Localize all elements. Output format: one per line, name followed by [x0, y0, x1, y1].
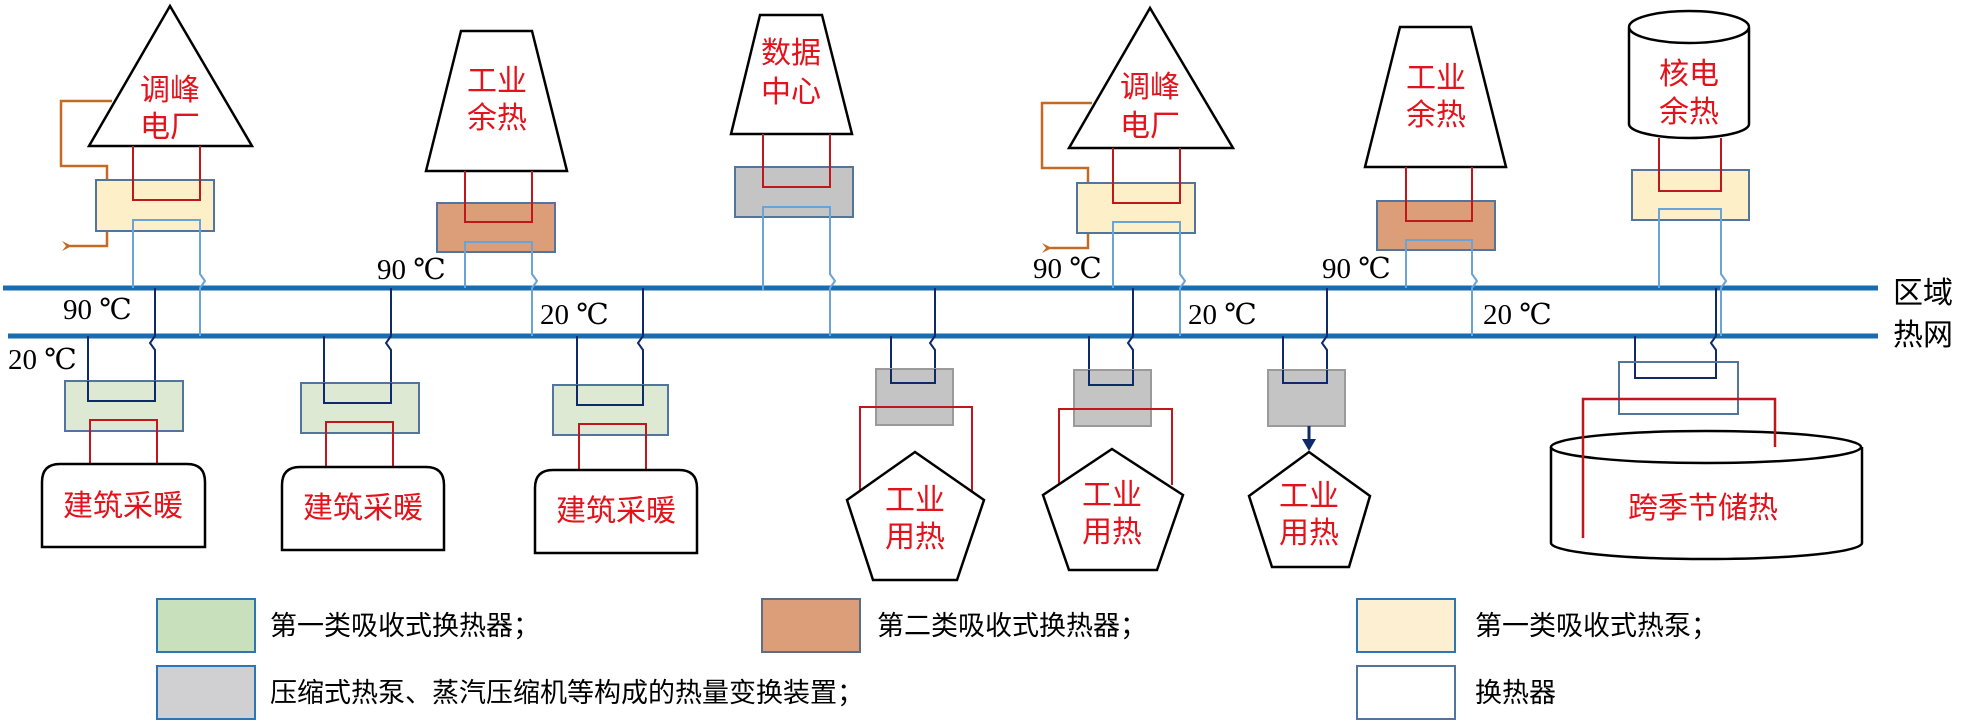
compression-device-1 — [875, 368, 954, 426]
data-center-shape — [729, 13, 854, 136]
source-pipe-3 — [762, 206, 837, 336]
plain-heat-exchanger — [1618, 361, 1739, 415]
source-label-line2: 余热 — [1659, 95, 1719, 130]
temp-label: 90 ℃ — [1322, 253, 1391, 285]
peak-plant-shape — [86, 3, 255, 148]
legend-swatch — [1356, 598, 1456, 653]
building-shape — [280, 465, 446, 552]
compression-device-2 — [1073, 369, 1152, 427]
source-pipe-6 — [1658, 208, 1728, 336]
legend-swatch — [156, 598, 256, 653]
user-pipe-1-overlay — [87, 381, 156, 402]
consumer-label: 建筑采暖 — [556, 494, 676, 529]
source-label-line2: 电厂 — [140, 110, 200, 145]
source-label-line1: 工业 — [467, 64, 527, 99]
compression-device-source — [734, 166, 854, 218]
legend-item: 第一类吸收式换热器； — [156, 598, 540, 653]
industrial-waste-shape — [1363, 25, 1508, 169]
source-label-line2: 中心 — [761, 75, 821, 110]
compression-device-3 — [1267, 369, 1346, 427]
industry-shape — [1247, 450, 1372, 569]
temp-label: 90 ℃ — [377, 254, 446, 286]
consumer-label-line1: 工业 — [1279, 479, 1339, 514]
consumer-label-line2: 用热 — [1279, 516, 1339, 551]
consumer-industry-3: 工业 用热 — [1247, 288, 1372, 569]
consumer-seasonal-storage: 跨季节储热 — [1549, 288, 1864, 561]
consumer-building-3: 建筑采暖 — [533, 288, 699, 555]
network-label-line1: 区域 — [1893, 276, 1953, 311]
source-pipe-1 — [132, 219, 207, 336]
exhaust-arrow-2 — [1040, 101, 1092, 253]
legend-item: 第二类吸收式换热器； — [761, 598, 1147, 653]
consumer-label-line2: 用热 — [885, 520, 945, 555]
absorption-hx-type1-2 — [300, 382, 420, 434]
source-label-line1: 核电 — [1659, 57, 1719, 92]
source-pipe-4 — [1112, 221, 1187, 336]
source-label-line1: 调峰 — [1120, 70, 1180, 105]
consumer-building-1: 建筑采暖 — [40, 288, 207, 549]
temp-label: 20 ℃ — [540, 299, 609, 331]
temp-label: 90 ℃ — [1033, 253, 1102, 285]
source-pipe-5 — [1405, 239, 1479, 336]
absorption-heat-pump-1 — [95, 179, 215, 232]
absorption-hx-type2-1 — [436, 202, 556, 253]
source-label-line1: 数据 — [761, 36, 821, 71]
consumer-industry-2: 工业 用热 — [1041, 288, 1185, 572]
consumer-label-line2: 用热 — [1082, 515, 1142, 550]
absorption-hx-type1-3 — [552, 384, 669, 436]
legend-label: 压缩式热泵、蒸汽压缩机等构成的热量变换装置； — [270, 678, 864, 709]
peak-plant-shape — [1066, 5, 1236, 150]
source-label-line1: 工业 — [1406, 61, 1466, 96]
consumer-label-line1: 工业 — [1082, 478, 1142, 513]
source-peak-plant-2: 调峰 电厂 — [1040, 5, 1236, 336]
exhaust-arrow-1 — [59, 99, 112, 251]
industry-shape — [1041, 447, 1185, 572]
consumer-label-line1: 工业 — [885, 483, 945, 518]
consumer-label: 建筑采暖 — [303, 491, 423, 526]
legend-label: 换热器 — [1475, 678, 1556, 709]
source-peak-plant-1: 调峰 电厂 — [59, 3, 255, 336]
storage-tank-shape — [1549, 447, 1864, 561]
legend-swatch — [1356, 665, 1456, 720]
source-label-line2: 余热 — [467, 101, 527, 136]
legend-item: 第一类吸收式热泵； — [1356, 598, 1718, 653]
absorption-heat-pump-2 — [1076, 182, 1196, 234]
legend-swatch — [156, 665, 256, 720]
absorption-hx-type1-1 — [64, 380, 184, 432]
consumer-label: 建筑采暖 — [63, 489, 183, 524]
temp-label: 20 ℃ — [1483, 299, 1552, 331]
temp-label: 20 ℃ — [1188, 299, 1257, 331]
legend-label: 第一类吸收式热泵； — [1475, 611, 1718, 642]
nuclear-cylinder-shape — [1627, 28, 1751, 140]
absorption-heat-pump-3 — [1631, 169, 1750, 221]
building-shape — [40, 462, 207, 549]
source-label-line2: 余热 — [1406, 98, 1466, 133]
consumer-industry-1: 工业 用热 — [845, 288, 986, 582]
absorption-hx-type2-2 — [1376, 200, 1496, 251]
source-label-line1: 调峰 — [140, 73, 200, 108]
legend-item: 压缩式热泵、蒸汽压缩机等构成的热量变换装置； — [156, 665, 864, 720]
consumer-building-2: 建筑采暖 — [280, 288, 446, 552]
source-industrial-waste-2: 工业 余热 — [1363, 25, 1508, 336]
source-data-center: 数据 中心 — [729, 13, 854, 336]
industry-shape — [845, 450, 986, 582]
industrial-waste-shape — [424, 29, 569, 173]
consumer-label: 跨季节储热 — [1628, 491, 1778, 526]
legend-label: 第一类吸收式换热器； — [270, 611, 540, 642]
temp-label: 20 ℃ — [8, 344, 77, 376]
legend: 第一类吸收式换热器； 第二类吸收式换热器； 第一类吸收式热泵； 压缩式热泵、蒸汽… — [156, 598, 1718, 720]
source-label-line2: 电厂 — [1120, 109, 1180, 144]
building-shape — [533, 468, 699, 555]
source-pipe-2 — [464, 241, 539, 336]
source-nuclear: 核电 余热 — [1627, 9, 1751, 336]
legend-item: 换热器 — [1356, 665, 1556, 720]
network-label-line2: 热网 — [1893, 318, 1953, 353]
source-industrial-waste-1: 工业 余热 — [424, 29, 569, 336]
temp-label: 90 ℃ — [63, 294, 132, 326]
arrow-head-icon — [1302, 439, 1316, 451]
legend-swatch — [761, 598, 861, 653]
legend-label: 第二类吸收式换热器； — [877, 611, 1147, 642]
